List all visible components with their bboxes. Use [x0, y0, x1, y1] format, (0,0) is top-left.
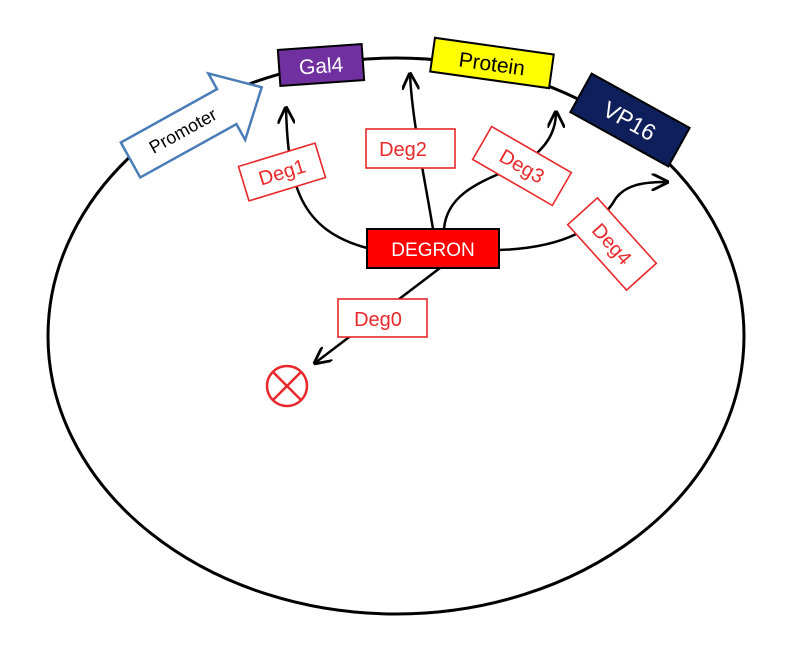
- degron-label: DEGRON: [391, 240, 474, 261]
- deg2-label-box: Deg2: [365, 128, 456, 169]
- protein-block: Protein: [429, 36, 555, 90]
- circled-x-icon: [265, 364, 309, 408]
- plasmid-ellipse: [46, 56, 746, 616]
- deg0-label-box: Deg0: [337, 298, 428, 338]
- deg1-label-box: Deg1: [237, 142, 327, 202]
- deg0-label: Deg0: [354, 309, 402, 331]
- deg3-label-box: Deg3: [471, 125, 573, 207]
- deg1-path: [286, 108, 368, 250]
- deg4-label-box: Deg4: [566, 196, 658, 292]
- deg4-path: [498, 182, 667, 252]
- vp16-block: VP16: [568, 72, 692, 168]
- degron-box: DEGRON: [366, 228, 500, 269]
- gal4-block: Gal4: [276, 43, 366, 87]
- deg2-label: Deg2: [379, 139, 427, 161]
- gal4-label: Gal4: [298, 53, 344, 79]
